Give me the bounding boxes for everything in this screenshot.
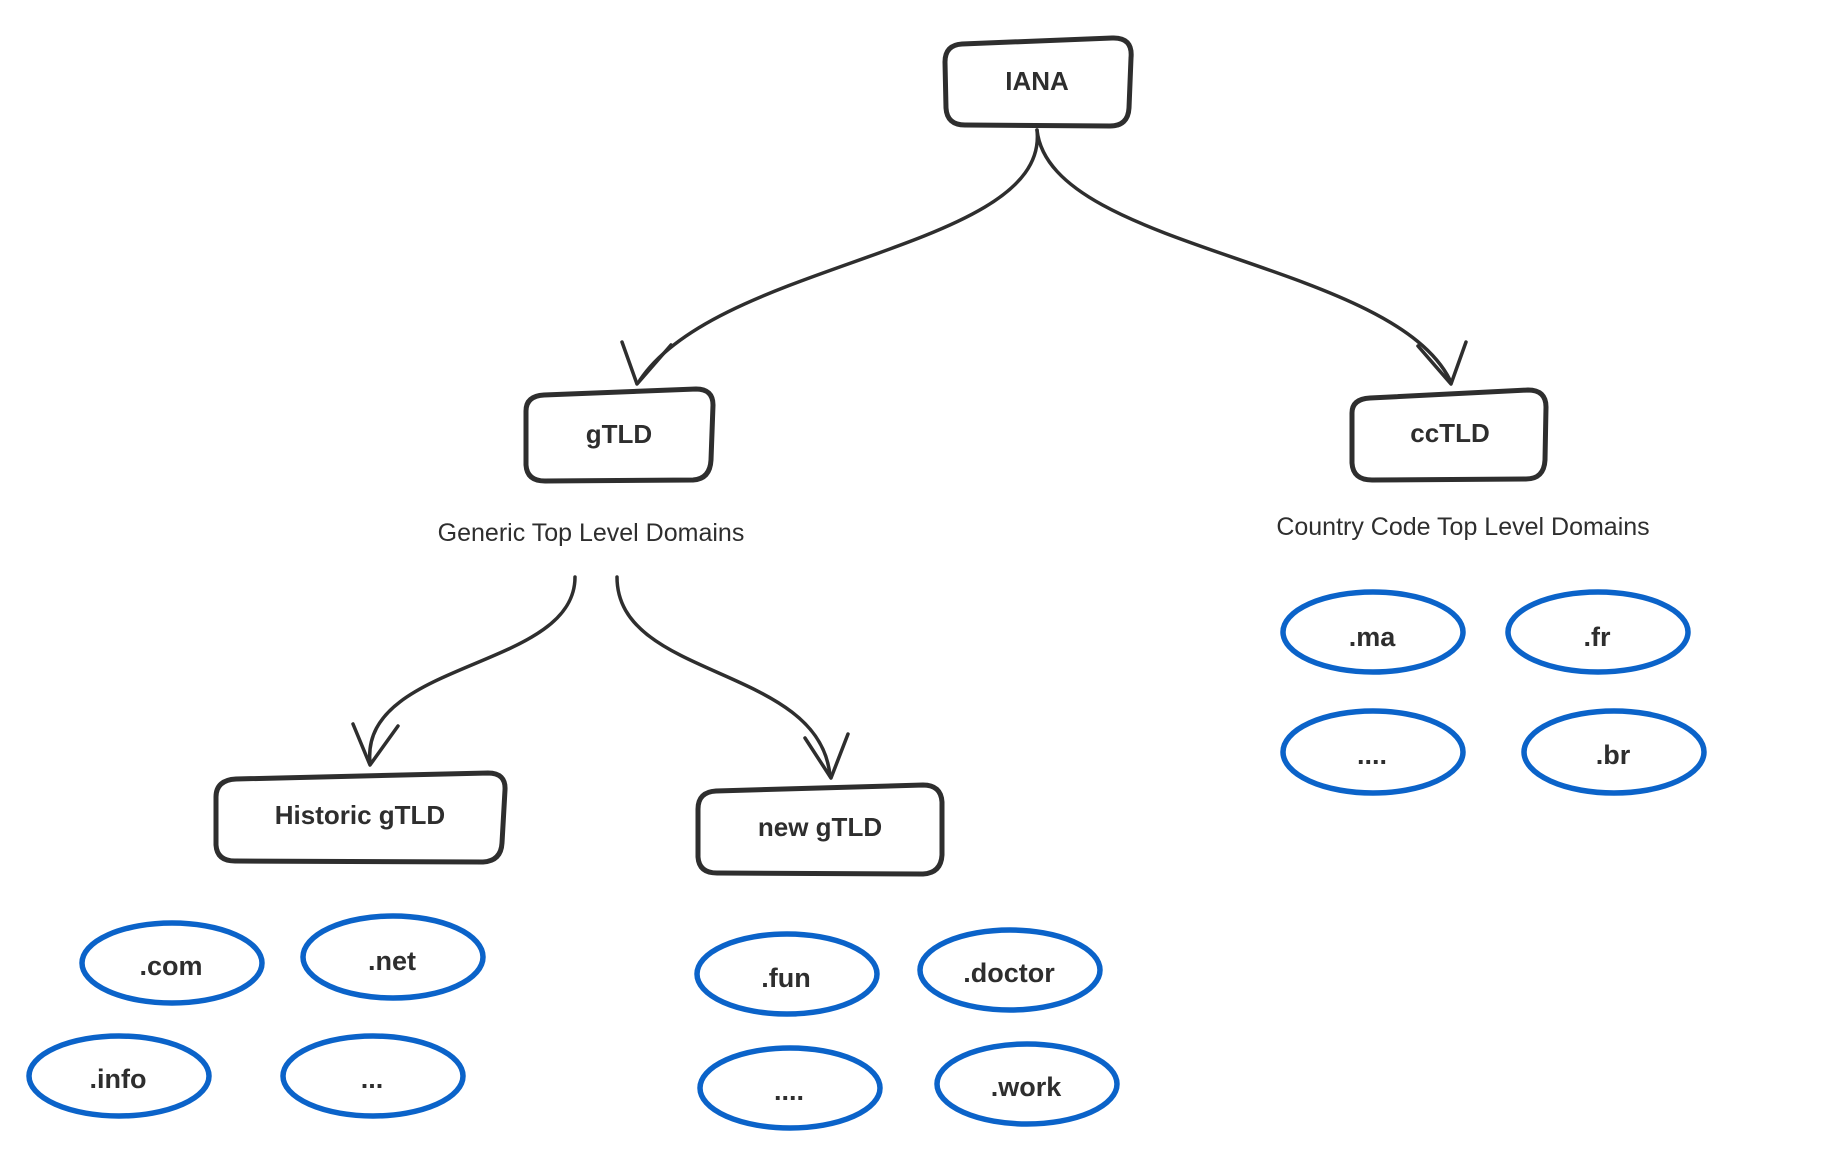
iana-label: IANA (1005, 66, 1069, 96)
leaf-label: .... (1357, 740, 1387, 770)
leaf-new-3: .... (697, 1045, 883, 1131)
edges (351, 128, 1468, 780)
node-new-gtld: new gTLD (695, 782, 945, 877)
leaf-label: ... (361, 1064, 384, 1094)
historic-leaves: .com .net .info ... (26, 913, 486, 1119)
leaf-label: .info (90, 1064, 147, 1094)
edge-iana-to-cctld (1035, 128, 1452, 382)
gtld-box (523, 386, 716, 484)
node-gtld: gTLD (523, 386, 716, 484)
leaf-oval (1280, 708, 1466, 796)
cctld-label: ccTLD (1410, 418, 1489, 448)
cctld-caption: Country Code Top Level Domains (1276, 513, 1649, 541)
leaf-label: .fun (761, 963, 810, 993)
leaf-oval (917, 927, 1103, 1013)
new-gtld-label: new gTLD (758, 812, 882, 842)
leaf-label: .doctor (963, 958, 1055, 988)
historic-gtld-box (213, 770, 508, 865)
leaf-historic-1: .com (79, 920, 265, 1006)
leaf-new-2: .doctor (917, 927, 1103, 1013)
leaf-oval (79, 920, 265, 1006)
leaf-oval (1505, 589, 1691, 675)
leaf-label: .ma (1349, 622, 1397, 652)
leaf-oval (934, 1041, 1120, 1127)
arrowhead-historic (351, 722, 400, 767)
leaf-label: .net (368, 946, 416, 976)
node-historic-gtld: Historic gTLD (213, 770, 508, 865)
node-iana: IANA (942, 35, 1134, 129)
leaf-label: .com (139, 951, 202, 981)
edge-gtld-to-historic (368, 575, 577, 765)
leaf-label: .work (991, 1072, 1063, 1102)
leaf-cctld-1: .ma (1280, 589, 1466, 675)
iana-box (942, 35, 1134, 129)
edge-iana-to-gtld (638, 128, 1039, 382)
leaf-new-4: .work (934, 1041, 1120, 1127)
leaf-oval (280, 1033, 466, 1119)
leaf-cctld-2: .fr (1505, 589, 1691, 675)
leaf-oval (1280, 589, 1466, 675)
leaf-historic-4: ... (280, 1033, 466, 1119)
new-gtld-box (695, 782, 945, 877)
cctld-box (1349, 387, 1549, 483)
leaf-label: .... (774, 1076, 804, 1106)
leaf-label: .br (1596, 740, 1631, 770)
leaf-oval (1521, 708, 1707, 796)
leaf-historic-3: .info (26, 1033, 212, 1119)
leaf-historic-2: .net (300, 913, 486, 1001)
new-leaves: .fun .doctor .... .work (694, 927, 1120, 1131)
leaf-oval (694, 931, 880, 1017)
gtld-label: gTLD (586, 419, 652, 449)
leaf-oval (697, 1045, 883, 1131)
gtld-caption: Generic Top Level Domains (438, 519, 745, 547)
leaf-oval (26, 1033, 212, 1119)
arrowhead-cctld (1416, 340, 1468, 386)
historic-gtld-label: Historic gTLD (275, 800, 445, 830)
leaf-label: .fr (1584, 622, 1611, 652)
node-cctld: ccTLD (1349, 387, 1549, 483)
cctld-leaves: .ma .fr .... .br (1280, 589, 1707, 796)
leaf-cctld-4: .br (1521, 708, 1707, 796)
edge-gtld-to-new (615, 575, 832, 778)
arrowhead-gtld (620, 340, 673, 386)
leaf-new-1: .fun (694, 931, 880, 1017)
leaf-oval (300, 913, 486, 1001)
arrowhead-new (803, 732, 850, 780)
leaf-cctld-3: .... (1280, 708, 1466, 796)
